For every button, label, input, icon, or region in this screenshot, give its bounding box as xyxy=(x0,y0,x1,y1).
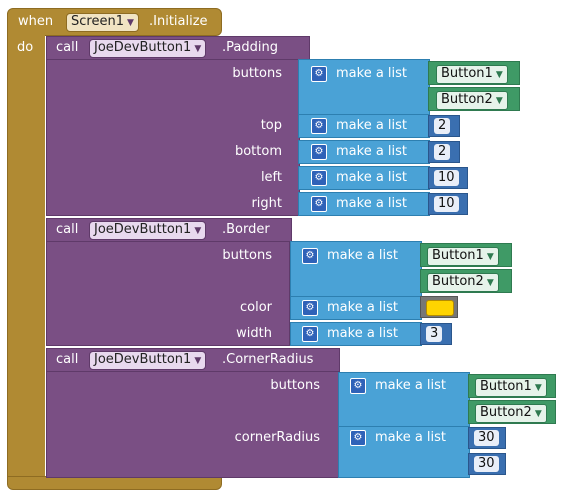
param-label-bottom: bottom xyxy=(234,144,282,159)
component-dropdown-label: Button1 xyxy=(441,66,493,81)
chevron-down-icon: ▼ xyxy=(534,409,542,419)
param-label-buttons: buttons xyxy=(270,378,320,393)
make-list-label: make a list xyxy=(336,118,408,133)
param-label-top: top xyxy=(260,118,282,133)
make-list-label: make a list xyxy=(336,66,408,81)
gear-icon[interactable]: ⚙ xyxy=(350,430,366,446)
component-dropdown-button1[interactable]: Button1▼ xyxy=(436,65,508,84)
gear-icon[interactable]: ⚙ xyxy=(311,118,327,134)
screen-dropdown-label: Screen1 xyxy=(71,14,124,29)
make-list-label: make a list xyxy=(375,378,447,393)
screen-dropdown[interactable]: Screen1▼ xyxy=(66,13,139,32)
call-label: call xyxy=(56,40,79,55)
make-list-label: make a list xyxy=(336,144,408,159)
component-dropdown-button1[interactable]: Button1▼ xyxy=(475,378,547,397)
chevron-down-icon: ▼ xyxy=(495,96,503,106)
gear-icon[interactable]: ⚙ xyxy=(350,378,366,394)
param-label-buttons: buttons xyxy=(232,66,282,81)
procedure-dropdown-label: JoeDevButton1 xyxy=(94,222,192,237)
when-label: when xyxy=(18,14,54,29)
gear-icon[interactable]: ⚙ xyxy=(302,326,318,342)
chevron-down-icon: ▼ xyxy=(194,356,202,366)
number-value-width[interactable]: 3 xyxy=(426,326,443,342)
make-list-label: make a list xyxy=(336,196,408,211)
number-value-radius-1[interactable]: 30 xyxy=(474,430,499,446)
chevron-down-icon: ▼ xyxy=(495,70,503,80)
param-label-buttons: buttons xyxy=(222,248,272,263)
chevron-down-icon: ▼ xyxy=(486,278,494,288)
component-dropdown-button2[interactable]: Button2▼ xyxy=(475,404,547,423)
method-name-corner-radius: .CornerRadius xyxy=(222,352,314,367)
procedure-dropdown-border[interactable]: JoeDevButton1▼ xyxy=(89,221,207,240)
event-name-label: .Initialize xyxy=(149,14,208,29)
number-value-bottom[interactable]: 2 xyxy=(434,144,451,160)
chevron-down-icon: ▼ xyxy=(194,44,202,54)
chevron-down-icon: ▼ xyxy=(534,383,542,393)
gear-icon[interactable]: ⚙ xyxy=(302,300,318,316)
param-label-corner-radius: cornerRadius xyxy=(234,430,320,445)
call-block-padding[interactable] xyxy=(46,36,300,216)
param-label-width: width xyxy=(236,326,272,341)
gear-icon[interactable]: ⚙ xyxy=(311,144,327,160)
param-label-color: color xyxy=(239,300,272,315)
gear-icon[interactable]: ⚙ xyxy=(311,170,327,186)
method-name-border: .Border xyxy=(222,222,270,237)
number-value-top[interactable]: 2 xyxy=(434,118,451,134)
number-value-right[interactable]: 10 xyxy=(434,196,459,212)
component-dropdown-label: Button2 xyxy=(441,92,493,107)
make-list-label: make a list xyxy=(327,248,399,263)
procedure-dropdown-corner-radius[interactable]: JoeDevButton1▼ xyxy=(89,351,207,370)
chevron-down-icon: ▼ xyxy=(194,226,202,236)
chevron-down-icon: ▼ xyxy=(126,18,134,28)
component-dropdown-label: Button1 xyxy=(432,248,484,263)
number-value-left[interactable]: 10 xyxy=(434,170,459,186)
gear-icon[interactable]: ⚙ xyxy=(302,248,318,264)
call-label: call xyxy=(56,352,79,367)
procedure-dropdown-label: JoeDevButton1 xyxy=(94,40,192,55)
gear-icon[interactable]: ⚙ xyxy=(311,66,327,82)
param-label-left: left xyxy=(260,170,282,185)
number-value-radius-2[interactable]: 30 xyxy=(474,456,499,472)
make-list-label: make a list xyxy=(336,170,408,185)
make-list-label: make a list xyxy=(327,300,399,315)
method-name-padding: .Padding xyxy=(222,40,278,55)
chevron-down-icon: ▼ xyxy=(486,252,494,262)
call-label: call xyxy=(56,222,79,237)
component-dropdown-button2[interactable]: Button2▼ xyxy=(427,273,499,292)
param-label-right: right xyxy=(251,196,282,211)
component-dropdown-label: Button2 xyxy=(432,274,484,289)
event-block-body xyxy=(7,30,45,482)
color-swatch[interactable] xyxy=(426,300,454,316)
make-list-label: make a list xyxy=(327,326,399,341)
make-list-label: make a list xyxy=(375,430,447,445)
component-dropdown-label: Button2 xyxy=(480,405,532,420)
do-label: do xyxy=(17,40,34,55)
component-dropdown-button2[interactable]: Button2▼ xyxy=(436,91,508,110)
procedure-dropdown-label: JoeDevButton1 xyxy=(94,352,192,367)
component-dropdown-label: Button1 xyxy=(480,379,532,394)
gear-icon[interactable]: ⚙ xyxy=(311,196,327,212)
procedure-dropdown-padding[interactable]: JoeDevButton1▼ xyxy=(89,39,207,58)
event-block-footer xyxy=(7,476,222,490)
component-dropdown-button1[interactable]: Button1▼ xyxy=(427,247,499,266)
